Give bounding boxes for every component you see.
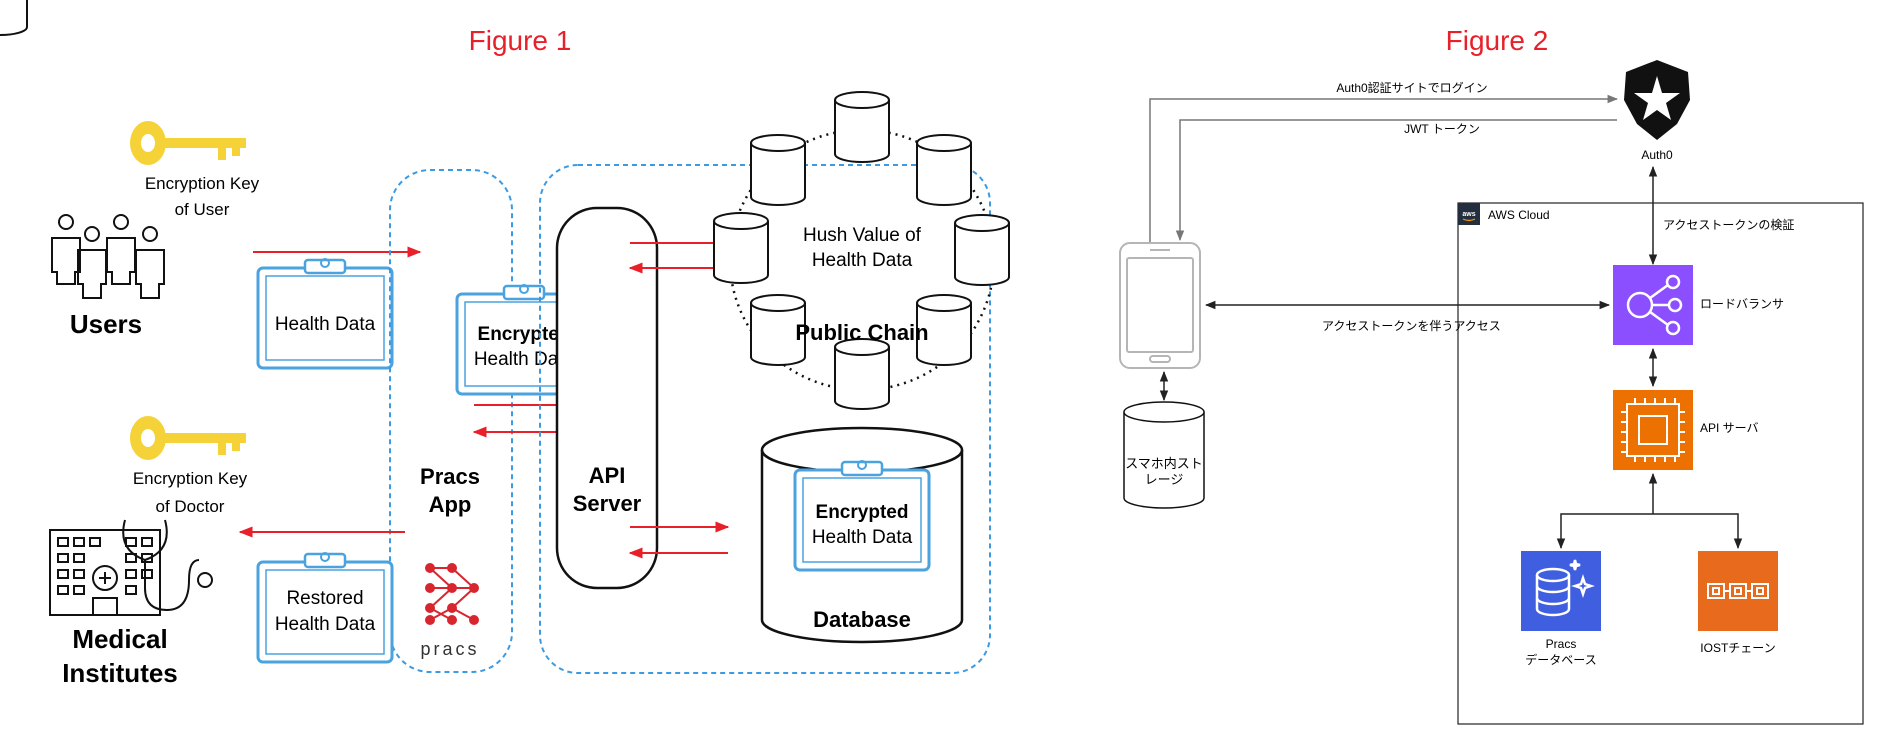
storage-label-2: レージ bbox=[1145, 472, 1184, 487]
smartphone-icon bbox=[1119, 242, 1201, 369]
api-server-label-2: Server bbox=[573, 491, 642, 516]
medical-label-2: Institutes bbox=[62, 658, 178, 688]
hash-value-label-1: Hush Value of bbox=[803, 225, 922, 246]
database-label: Database bbox=[813, 607, 911, 632]
users-icon bbox=[51, 214, 165, 299]
pracs-app-label-1: Pracs bbox=[420, 464, 480, 489]
aws-logo-icon: aws bbox=[1458, 203, 1480, 225]
load-balancer-label: ロードバランサ bbox=[1700, 297, 1784, 311]
arrow-jwt bbox=[1175, 119, 1617, 242]
aws-cloud-group bbox=[1457, 202, 1864, 725]
pracs-database-icon bbox=[1521, 551, 1601, 631]
user-key-label: Encryption Key bbox=[145, 174, 260, 193]
restored-label-1: Restored bbox=[286, 588, 363, 609]
health-data-label: Health Data bbox=[275, 314, 376, 335]
arrow-api-to-iost bbox=[1653, 513, 1743, 550]
arrow-api-to-db bbox=[1556, 513, 1653, 550]
api-server-label: API サーバ bbox=[1700, 421, 1759, 435]
storage-label-1: スマホ内スト bbox=[1125, 456, 1203, 471]
users-label: Users bbox=[70, 309, 142, 339]
api-server-label-1: API bbox=[589, 463, 626, 488]
public-chain-label: Public Chain bbox=[795, 320, 928, 345]
db-encrypted-label-2: Health Data bbox=[812, 527, 913, 548]
db-encrypted-label-1: Encrypted bbox=[816, 502, 909, 523]
user-key-label-2: of User bbox=[175, 200, 230, 219]
auth0-icon bbox=[1624, 60, 1690, 140]
restored-data-clipboard bbox=[256, 552, 394, 664]
encrypted-label-2: Health Data bbox=[474, 349, 575, 370]
health-data-clipboard bbox=[256, 258, 394, 370]
aws-cloud-label: AWS Cloud bbox=[1488, 208, 1550, 222]
doctor-key-icon bbox=[130, 416, 246, 460]
figure2-title: Figure 2 bbox=[1446, 25, 1549, 56]
medical-label-1: Medical bbox=[72, 624, 167, 654]
pracs-db-label-2: データベース bbox=[1525, 652, 1596, 667]
restored-label-2: Health Data bbox=[275, 614, 376, 635]
doctor-key-label: Encryption Key bbox=[133, 469, 248, 488]
api-server-node bbox=[555, 206, 659, 590]
hospital-icon bbox=[49, 519, 213, 616]
svg-text:aws: aws bbox=[1462, 211, 1475, 218]
api-server-icon bbox=[1613, 390, 1693, 470]
encrypted-label-1: Encrypted bbox=[478, 324, 571, 345]
db-encrypted-clipboard bbox=[793, 460, 931, 572]
pracs-logo-icon bbox=[425, 563, 479, 625]
pracs-logo-text: pracs bbox=[420, 639, 479, 659]
user-key-icon bbox=[130, 121, 246, 165]
iost-chain-label: IOSTチェーン bbox=[1700, 641, 1775, 655]
jwt-token-label: JWT トークン bbox=[1404, 122, 1480, 136]
hash-value-label-2: Health Data bbox=[812, 250, 913, 271]
auth0-login-label: Auth0認証サイトでログイン bbox=[1336, 80, 1487, 95]
figure1-title: Figure 1 bbox=[469, 25, 572, 56]
chain-node-cylinders bbox=[0, 0, 1010, 410]
server-boundary bbox=[539, 164, 991, 674]
arrow-login bbox=[1149, 94, 1619, 243]
doctor-key-label-2: of Doctor bbox=[156, 497, 225, 516]
auth0-label: Auth0 bbox=[1641, 148, 1673, 162]
pracs-app-boundary bbox=[389, 169, 513, 673]
phone-storage-cylinder bbox=[1123, 401, 1205, 509]
pracs-db-label-1: Pracs bbox=[1546, 637, 1577, 651]
load-balancer-icon bbox=[1613, 265, 1693, 345]
access-with-token-label: アクセストークンを伴うアクセス bbox=[1322, 319, 1501, 333]
iost-chain-icon bbox=[1698, 551, 1778, 631]
token-verify-label: アクセストークンの検証 bbox=[1663, 218, 1794, 232]
pracs-app-label-2: App bbox=[429, 492, 472, 517]
